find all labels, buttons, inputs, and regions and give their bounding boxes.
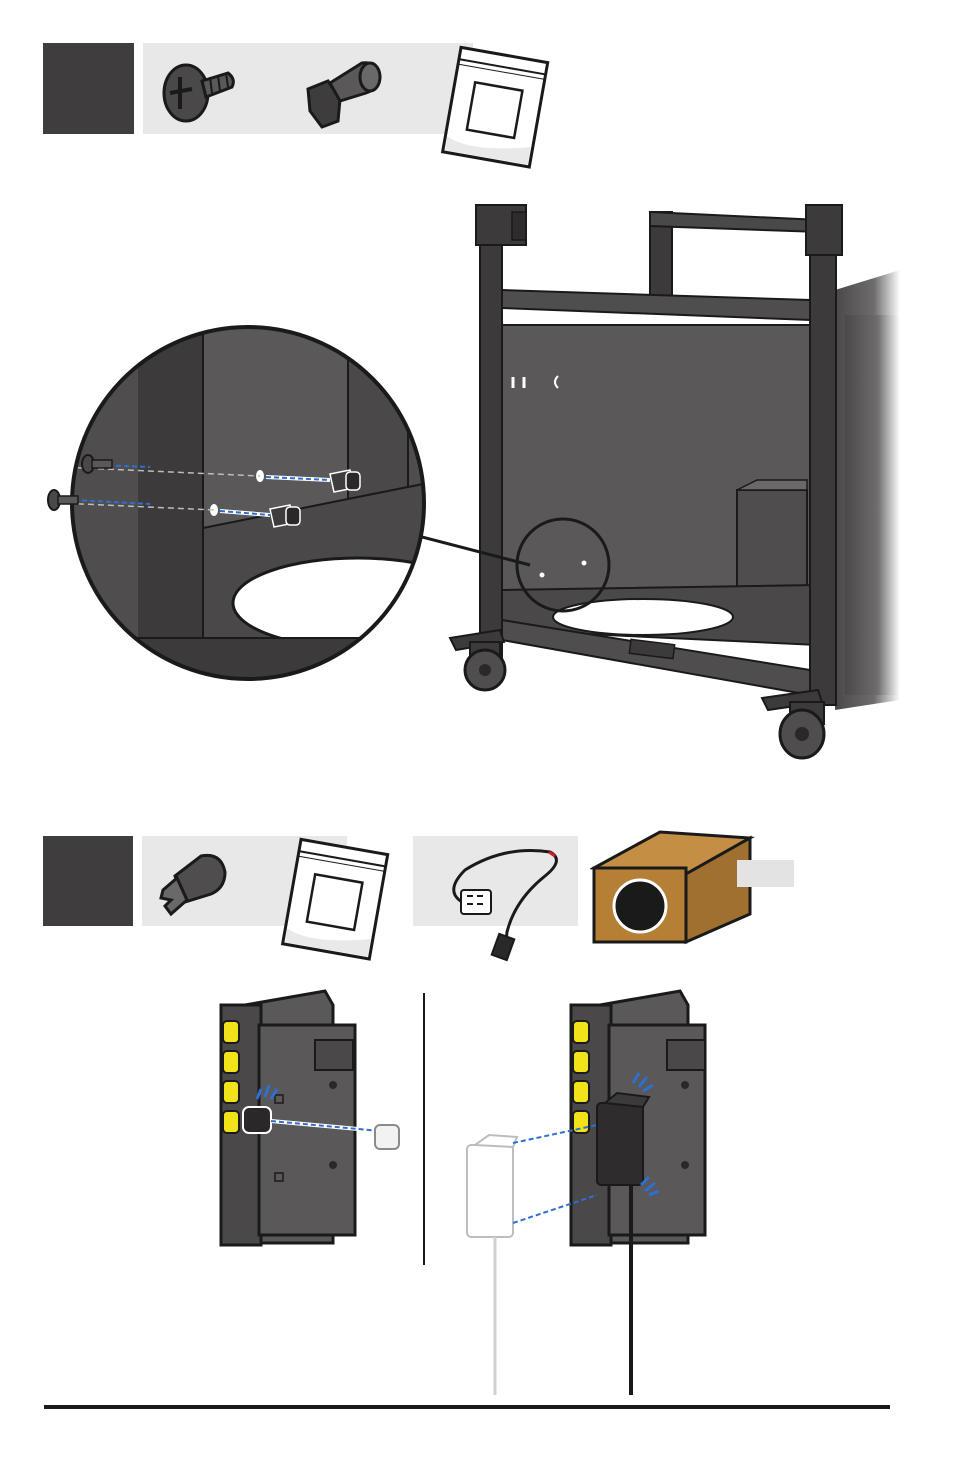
wiring-harness-icon xyxy=(452,848,558,962)
magnified-detail-callout xyxy=(47,325,426,681)
hardware-bag-icon xyxy=(440,45,550,169)
accessory-label-box xyxy=(737,860,794,887)
phillips-screw-icon xyxy=(162,63,235,123)
accessory-box-icon xyxy=(590,830,755,945)
controller-bracket-right-illustration xyxy=(466,989,707,1395)
hardware-bag-icon xyxy=(280,837,390,961)
footer-rule xyxy=(44,1405,890,1409)
rubber-bumper-icon xyxy=(159,853,227,917)
step-2-number-box xyxy=(43,836,133,926)
grill-cart-illustration xyxy=(448,204,900,760)
hex-standoff-icon xyxy=(306,61,382,129)
step-1-number-box xyxy=(43,43,134,134)
step-2-divider xyxy=(423,993,425,1265)
controller-bracket-left-illustration xyxy=(219,989,400,1247)
